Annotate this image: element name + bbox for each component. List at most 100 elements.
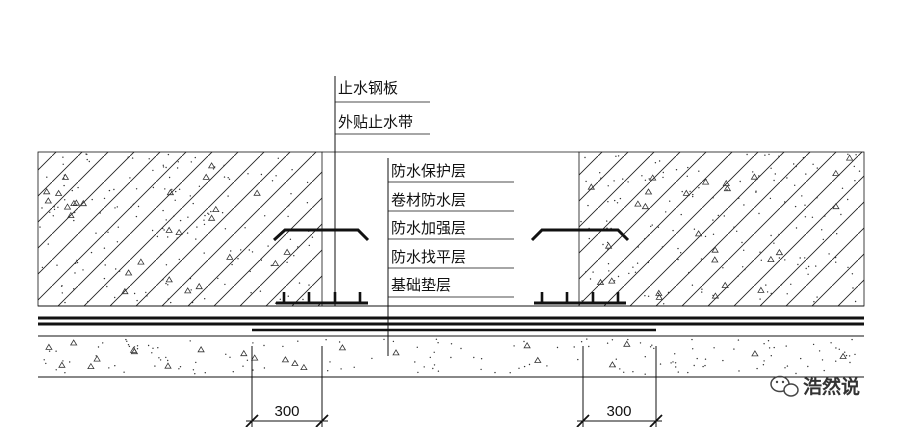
concrete-speck	[847, 266, 849, 269]
concrete-speck	[686, 175, 688, 177]
concrete-speck	[240, 249, 242, 251]
concrete-speck	[353, 366, 355, 368]
concrete-speck	[651, 344, 653, 346]
concrete-speck	[611, 339, 614, 341]
concrete-speck	[632, 266, 634, 268]
right-water-stop-plate	[530, 228, 630, 242]
concrete-speck	[231, 263, 233, 266]
concrete-speck	[229, 356, 231, 358]
concrete-speck	[88, 160, 91, 163]
concrete-speck	[162, 209, 164, 212]
concrete-speck	[152, 347, 154, 349]
concrete-speck	[61, 292, 63, 294]
concrete-speck	[210, 210, 212, 213]
concrete-speck	[738, 197, 740, 199]
base-layer-lines	[38, 305, 864, 378]
concrete-speck	[822, 238, 824, 241]
concrete-speck	[173, 215, 175, 217]
concrete-speck	[271, 180, 274, 182]
concrete-speck	[701, 288, 703, 290]
concrete-speck	[786, 365, 789, 367]
aggregate-mark	[69, 339, 78, 346]
concrete-speck	[178, 368, 180, 370]
concrete-speck	[804, 257, 806, 259]
concrete-speck	[293, 255, 295, 257]
aggregate-mark	[608, 277, 616, 284]
concrete-speck	[606, 241, 609, 244]
concrete-speck	[577, 358, 579, 361]
concrete-speck	[677, 258, 679, 261]
concrete-speck	[613, 280, 616, 282]
concrete-speck	[696, 357, 698, 360]
concrete-speck	[264, 215, 266, 217]
concrete-speck	[722, 267, 724, 269]
concrete-speck	[232, 371, 234, 373]
concrete-speck	[151, 352, 153, 354]
concrete-speck	[49, 211, 51, 213]
concrete-speck	[164, 188, 166, 190]
concrete-speck	[662, 171, 664, 174]
concrete-speck	[383, 338, 385, 341]
concrete-speck	[437, 370, 440, 372]
concrete-speck	[152, 169, 154, 172]
concrete-speck	[854, 300, 857, 303]
aggregate-mark	[608, 361, 617, 368]
wechat-icon	[770, 375, 799, 397]
concrete-speck	[691, 338, 693, 341]
aggregate-mark	[623, 340, 631, 347]
concrete-speck	[86, 153, 88, 156]
aggregate-mark	[124, 269, 133, 276]
concrete-speck	[302, 298, 304, 301]
concrete-speck	[639, 342, 642, 344]
concrete-speck	[599, 172, 601, 174]
concrete-speck	[108, 189, 111, 192]
concrete-speck	[167, 359, 169, 362]
concrete-speck	[636, 262, 639, 264]
concrete-speck	[581, 300, 583, 302]
concrete-speck	[179, 219, 182, 222]
concrete-speck	[194, 156, 196, 159]
concrete-speck	[573, 346, 575, 348]
concrete-speck	[43, 359, 45, 361]
aggregate-mark	[165, 276, 173, 283]
concrete-speck	[619, 197, 622, 200]
concrete-speck	[136, 348, 139, 350]
concrete-speck	[607, 201, 609, 203]
concrete-speck	[136, 345, 139, 347]
concrete-speck	[763, 343, 765, 345]
concrete-speck	[74, 211, 76, 214]
concrete-speck	[480, 368, 482, 371]
concrete-speck	[279, 298, 281, 300]
aggregate-mark	[45, 343, 53, 350]
aggregate-mark	[195, 282, 203, 290]
concrete-speck	[306, 181, 309, 184]
concrete-speck	[588, 237, 590, 240]
concrete-speck	[221, 212, 224, 214]
concrete-speck	[580, 220, 582, 223]
right-dimension: 300	[576, 346, 663, 427]
concrete-speck	[758, 175, 760, 177]
concrete-speck	[790, 283, 792, 285]
concrete-speck	[600, 177, 602, 179]
concrete-speck	[327, 370, 329, 372]
aggregate-mark	[283, 248, 291, 255]
aggregate-mark	[694, 230, 703, 237]
concrete-speck	[450, 356, 452, 359]
concrete-speck	[162, 166, 165, 168]
aggregate-mark	[523, 342, 531, 349]
concrete-speck	[131, 157, 134, 159]
concrete-speck	[64, 372, 66, 374]
concrete-speck	[755, 191, 757, 193]
concrete-speck	[794, 205, 797, 208]
concrete-speck	[693, 364, 695, 367]
dimension-text-left: 300	[274, 403, 299, 420]
concrete-speck	[123, 371, 125, 373]
concrete-speck	[55, 369, 57, 371]
aggregate-mark	[648, 174, 657, 181]
concrete-speck	[48, 350, 51, 352]
concrete-speck	[203, 219, 205, 221]
concrete-speck	[126, 340, 128, 342]
concrete-speck	[613, 180, 615, 182]
concrete-speck	[55, 350, 57, 352]
concrete-speck	[773, 346, 775, 349]
